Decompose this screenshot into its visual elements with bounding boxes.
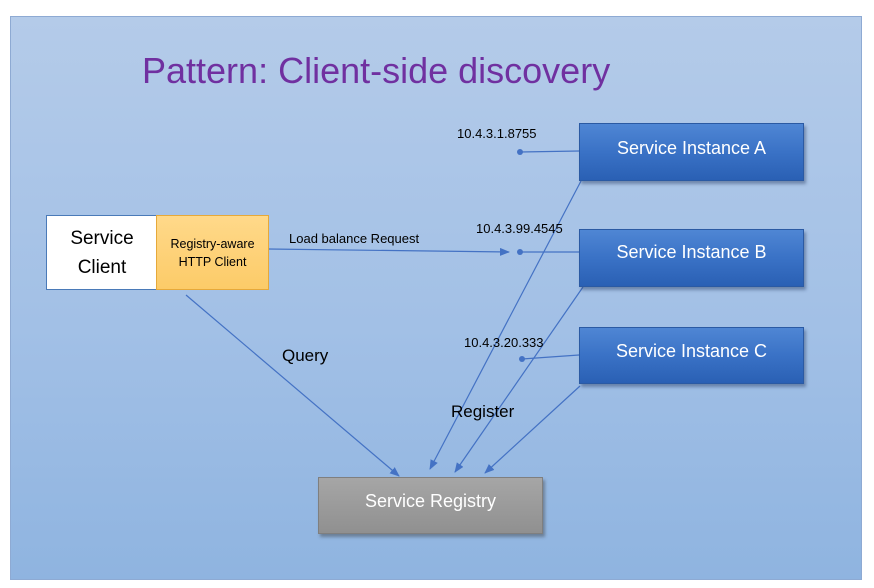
address-stub-c <box>521 354 580 360</box>
load-balance-arrow <box>267 247 510 256</box>
address-c: 10.4.3.20.333 <box>464 335 544 350</box>
http-client-line1: Registry-aware <box>170 236 255 251</box>
address-b: 10.4.3.99.4545 <box>476 221 563 236</box>
address-dot-a <box>517 149 523 155</box>
service-registry-label: Service Registry <box>364 491 497 511</box>
http-client-box: Registry-aware HTTP Client <box>156 215 269 290</box>
register-arrow-a <box>429 180 582 470</box>
diagram-title: Pattern: Client-side discovery <box>142 50 611 91</box>
register-arrow-b <box>454 286 584 473</box>
service-instance-b-label: Service Instance B <box>616 242 767 262</box>
address-a: 10.4.3.1.8755 <box>457 126 537 141</box>
address-stub-a <box>519 150 580 153</box>
http-client-line2: HTTP Client <box>178 254 247 269</box>
register-arrow-c <box>484 385 581 474</box>
service-instance-b: Service Instance B <box>579 229 804 287</box>
load-balance-label: Load balance Request <box>289 231 420 246</box>
query-label: Query <box>282 346 329 365</box>
service-client-box: Service Client <box>46 215 158 290</box>
service-registry-box: Service Registry <box>318 477 543 534</box>
service-instance-c: Service Instance C <box>579 327 804 384</box>
register-label: Register <box>451 402 515 421</box>
address-dot-b <box>517 249 523 255</box>
service-instance-a: Service Instance A <box>579 123 804 181</box>
query-arrow <box>185 294 400 477</box>
service-instance-a-label: Service Instance A <box>616 138 767 158</box>
service-instance-c-label: Service Instance C <box>615 341 768 361</box>
service-client-line1: Service <box>70 227 134 249</box>
service-client-line2: Client <box>77 256 127 278</box>
address-dot-c <box>519 356 525 362</box>
